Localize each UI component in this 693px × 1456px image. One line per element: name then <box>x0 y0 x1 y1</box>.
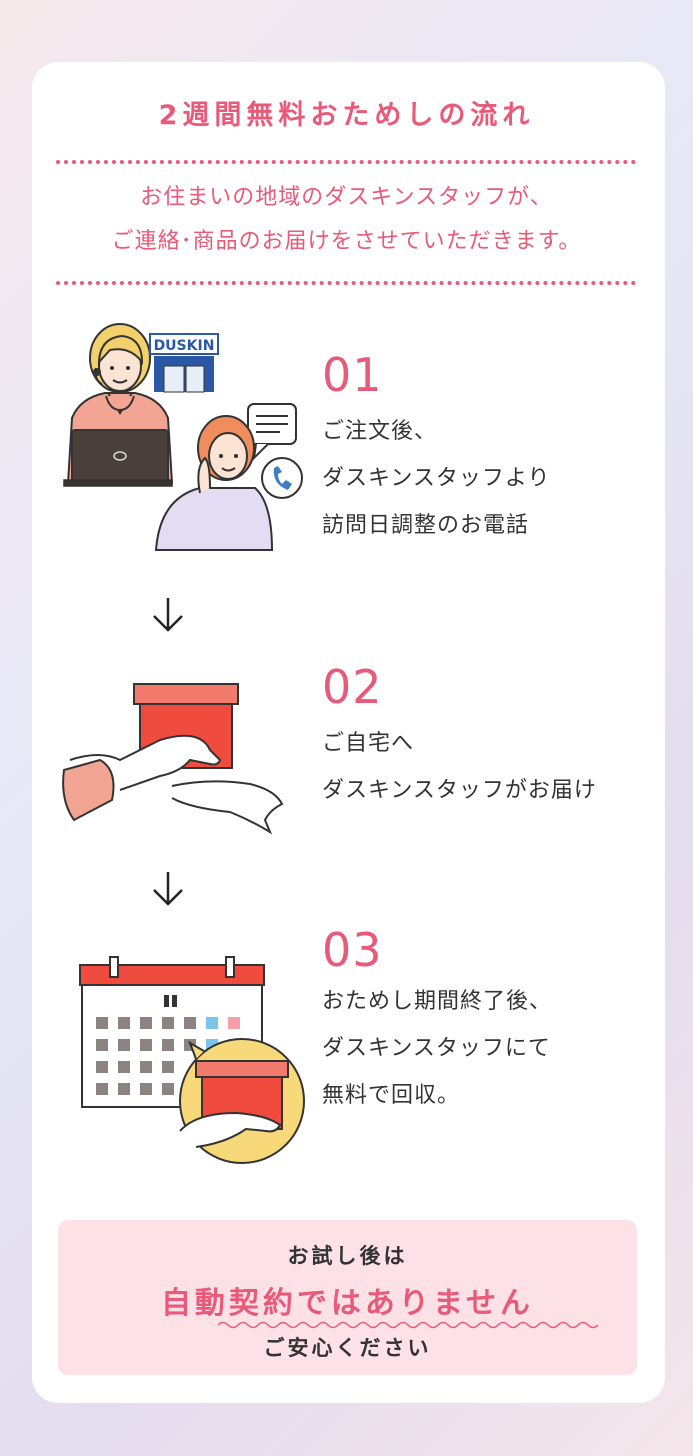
step-3-line-1: おためし期間終了後、 <box>322 989 553 1014</box>
delivery-illustration <box>62 683 284 835</box>
wave-underline <box>218 1321 598 1329</box>
step-1-line-2: ダスキンスタッフより <box>322 466 551 491</box>
dotted-divider-bottom <box>56 281 636 285</box>
notice-box: お試し後は 自動契約ではありません ご安心ください <box>58 1220 637 1375</box>
notice-line-2: 自動契約ではありません <box>160 1286 535 1321</box>
call-illustration: DUSKIN <box>63 323 303 551</box>
step-2-line-1: ご自宅へ <box>322 731 415 756</box>
step-3-number: 03 <box>322 923 383 977</box>
step-3-line-2: ダスキンスタッフにて <box>322 1036 551 1061</box>
step-2-description: ご自宅へ ダスキンスタッフがお届け <box>322 720 597 814</box>
speech-bubble-icon <box>247 403 297 461</box>
step-1-line-1: ご注文後、 <box>322 419 438 444</box>
store-sign: DUSKIN <box>154 338 215 354</box>
dotted-divider-top <box>56 160 636 164</box>
arrow-down-icon <box>153 872 183 906</box>
step-2-number: 02 <box>322 660 383 714</box>
store-icon: DUSKIN <box>149 333 219 393</box>
step-3-line-3: 無料で回収。 <box>322 1083 461 1108</box>
phone-icon <box>261 457 303 499</box>
flow-card <box>32 62 665 1403</box>
step-2-line-2: ダスキンスタッフがお届け <box>322 778 597 803</box>
notice-line-1: お試し後は <box>287 1244 408 1268</box>
page-title: 2週間無料おためしの流れ <box>158 100 535 131</box>
lead-line-2: ご連絡･商品のお届けをさせていただきます。 <box>111 229 582 254</box>
lead-line-1: お住まいの地域のダスキンスタッフが、 <box>140 185 553 210</box>
step-1-line-3: 訪問日調整のお電話 <box>322 513 530 538</box>
step-3-description: おためし期間終了後、 ダスキンスタッフにて 無料で回収。 <box>322 978 552 1119</box>
step-1-description: ご注文後、 ダスキンスタッフより 訪問日調整のお電話 <box>322 408 550 549</box>
step-1-number: 01 <box>322 348 383 402</box>
pickup-illustration <box>79 956 305 1164</box>
arrow-down-icon <box>153 598 183 632</box>
notice-line-3: ご安心ください <box>263 1336 432 1360</box>
